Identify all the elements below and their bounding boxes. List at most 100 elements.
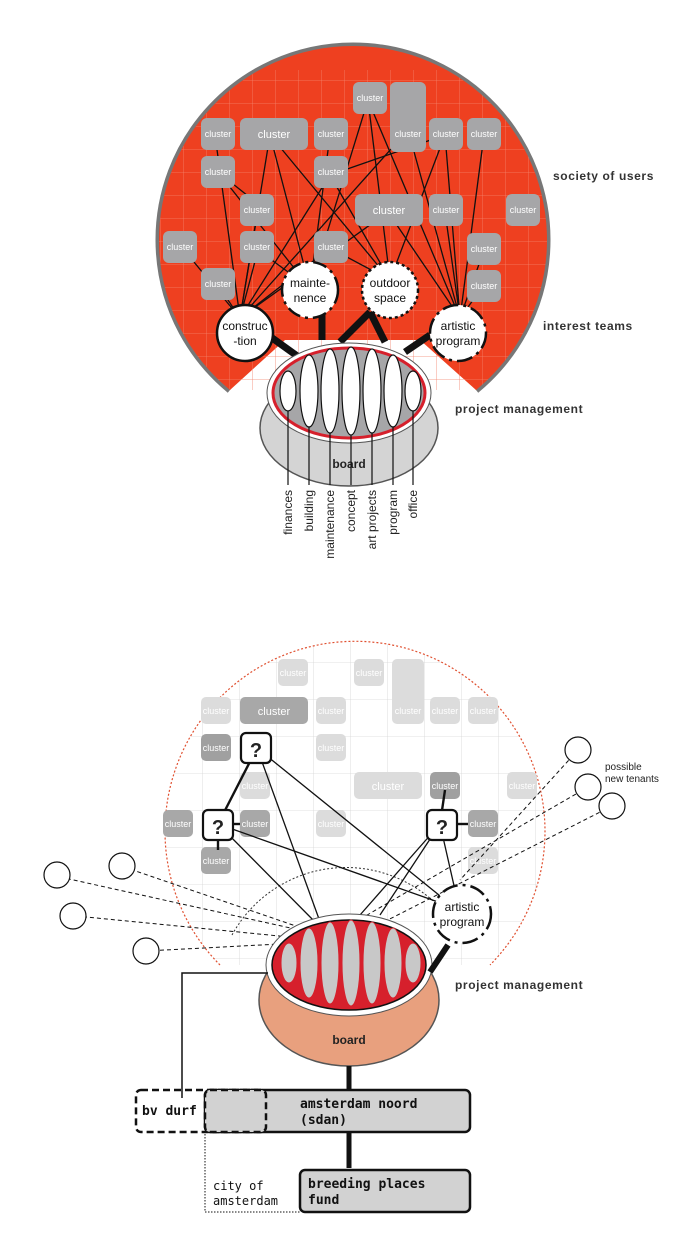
breeding-places-fund-box: breeding places fund bbox=[298, 1168, 472, 1214]
tenant-circle bbox=[132, 937, 160, 965]
cluster: cluster bbox=[240, 810, 270, 837]
team-outdoor-space: outdoor space bbox=[360, 260, 420, 320]
svg-text:cluster: cluster bbox=[395, 706, 422, 716]
svg-text:amsterdam noord: amsterdam noord bbox=[300, 1097, 417, 1112]
cluster: cluster bbox=[468, 697, 498, 724]
svg-text:cluster: cluster bbox=[205, 167, 232, 177]
svg-text:cluster: cluster bbox=[205, 279, 232, 289]
cluster: cluster bbox=[316, 697, 346, 724]
tenant-circle bbox=[108, 852, 136, 880]
svg-text:?: ? bbox=[250, 740, 262, 762]
cluster: cluster bbox=[240, 231, 274, 263]
city-label: amsterdam bbox=[213, 1194, 278, 1208]
svg-text:cluster: cluster bbox=[165, 819, 192, 829]
question-box: ? bbox=[425, 808, 459, 842]
svg-text:program: program bbox=[440, 915, 485, 929]
cluster: cluster bbox=[354, 659, 384, 686]
cluster: cluster bbox=[468, 847, 498, 874]
cluster: cluster bbox=[392, 659, 424, 724]
cluster: cluster bbox=[240, 772, 270, 799]
svg-text:artistic: artistic bbox=[441, 319, 476, 333]
cluster: cluster bbox=[314, 118, 348, 150]
cluster: cluster bbox=[429, 118, 463, 150]
svg-text:cluster: cluster bbox=[432, 781, 459, 791]
bottom-management: board bbox=[258, 913, 440, 1067]
svg-text:-tion: -tion bbox=[233, 334, 256, 348]
svg-text:cluster: cluster bbox=[433, 129, 460, 139]
svg-text:cluster: cluster bbox=[242, 781, 269, 791]
svg-text:fund: fund bbox=[308, 1193, 339, 1208]
team-links bbox=[265, 308, 432, 361]
cluster: cluster bbox=[507, 772, 537, 799]
cluster: cluster bbox=[353, 82, 387, 114]
society-outline bbox=[164, 640, 546, 966]
svg-text:cluster: cluster bbox=[244, 205, 271, 215]
cluster: cluster bbox=[240, 194, 274, 226]
svg-text:cluster: cluster bbox=[395, 129, 422, 139]
svg-text:cluster: cluster bbox=[203, 743, 230, 753]
svg-text:cluster: cluster bbox=[470, 819, 497, 829]
svg-text:cluster: cluster bbox=[471, 129, 498, 139]
svg-text:artistic: artistic bbox=[445, 900, 480, 914]
svg-text:cluster: cluster bbox=[205, 129, 232, 139]
cluster: cluster bbox=[467, 233, 501, 265]
svg-text:cluster: cluster bbox=[509, 781, 536, 791]
svg-text:cluster: cluster bbox=[318, 242, 345, 252]
department-labels: finances building maintenance concept ar… bbox=[281, 489, 420, 558]
cluster: cluster bbox=[430, 697, 460, 724]
department-label: finances bbox=[281, 490, 295, 535]
cluster: cluster bbox=[201, 847, 231, 874]
svg-text:cluster: cluster bbox=[318, 167, 345, 177]
cluster: cluster bbox=[201, 118, 235, 150]
cluster: cluster bbox=[201, 734, 231, 761]
question-box: ? bbox=[201, 808, 235, 842]
society-of-users-label: society of users bbox=[553, 169, 654, 183]
cluster: cluster bbox=[390, 82, 426, 152]
top-diagram: cluster cluster cluster cluster cluster … bbox=[155, 42, 654, 559]
cluster: cluster bbox=[468, 810, 498, 837]
cluster: cluster bbox=[506, 194, 540, 226]
top-clusters: cluster cluster cluster cluster cluster … bbox=[163, 82, 540, 302]
team-maintenance: mainte- nence bbox=[280, 260, 340, 320]
svg-text:cluster: cluster bbox=[318, 743, 345, 753]
interest-teams: mainte- nence outdoor space construc -ti… bbox=[215, 260, 488, 363]
interest-teams-label: interest teams bbox=[543, 319, 633, 333]
tenant-circles bbox=[43, 736, 626, 965]
department-label: maintenance bbox=[323, 490, 337, 559]
svg-text:cluster: cluster bbox=[432, 706, 459, 716]
tenant-circle bbox=[564, 736, 592, 764]
svg-text:cluster: cluster bbox=[203, 856, 230, 866]
svg-text:cluster: cluster bbox=[280, 668, 307, 678]
bottom-project-management-label: project management bbox=[455, 978, 583, 992]
svg-text:cluster: cluster bbox=[203, 706, 230, 716]
cluster: cluster bbox=[163, 810, 193, 837]
svg-text:program: program bbox=[436, 334, 481, 348]
bottom-lobes bbox=[280, 919, 422, 1007]
svg-text:outdoor: outdoor bbox=[370, 276, 411, 290]
cluster: cluster bbox=[430, 772, 460, 799]
tenant-circle bbox=[59, 902, 87, 930]
svg-text:cluster: cluster bbox=[167, 242, 194, 252]
tenant-circle bbox=[574, 773, 602, 801]
bottom-artistic-program: artistic program bbox=[431, 883, 493, 945]
bottom-diagram: cluster cluster cluster cluster cluster … bbox=[43, 640, 659, 1214]
svg-text:cluster: cluster bbox=[470, 706, 497, 716]
question-box: ? bbox=[239, 731, 273, 765]
svg-text:cluster: cluster bbox=[373, 205, 406, 217]
svg-text:cluster: cluster bbox=[433, 205, 460, 215]
svg-text:cluster: cluster bbox=[244, 242, 271, 252]
svg-text:cluster: cluster bbox=[318, 819, 345, 829]
cluster: cluster bbox=[316, 810, 346, 837]
cluster: cluster bbox=[278, 659, 308, 686]
city-label: city of bbox=[213, 1179, 264, 1193]
svg-text:cluster: cluster bbox=[318, 706, 345, 716]
svg-text:cluster: cluster bbox=[471, 281, 498, 291]
svg-text:cluster: cluster bbox=[356, 668, 383, 678]
cluster: cluster bbox=[314, 156, 348, 188]
cluster: cluster bbox=[240, 118, 308, 150]
svg-text:breeding places: breeding places bbox=[308, 1177, 425, 1192]
department-label: building bbox=[302, 490, 316, 531]
department-label: art projects bbox=[365, 490, 379, 549]
top-project-management-label: project management bbox=[455, 402, 583, 416]
